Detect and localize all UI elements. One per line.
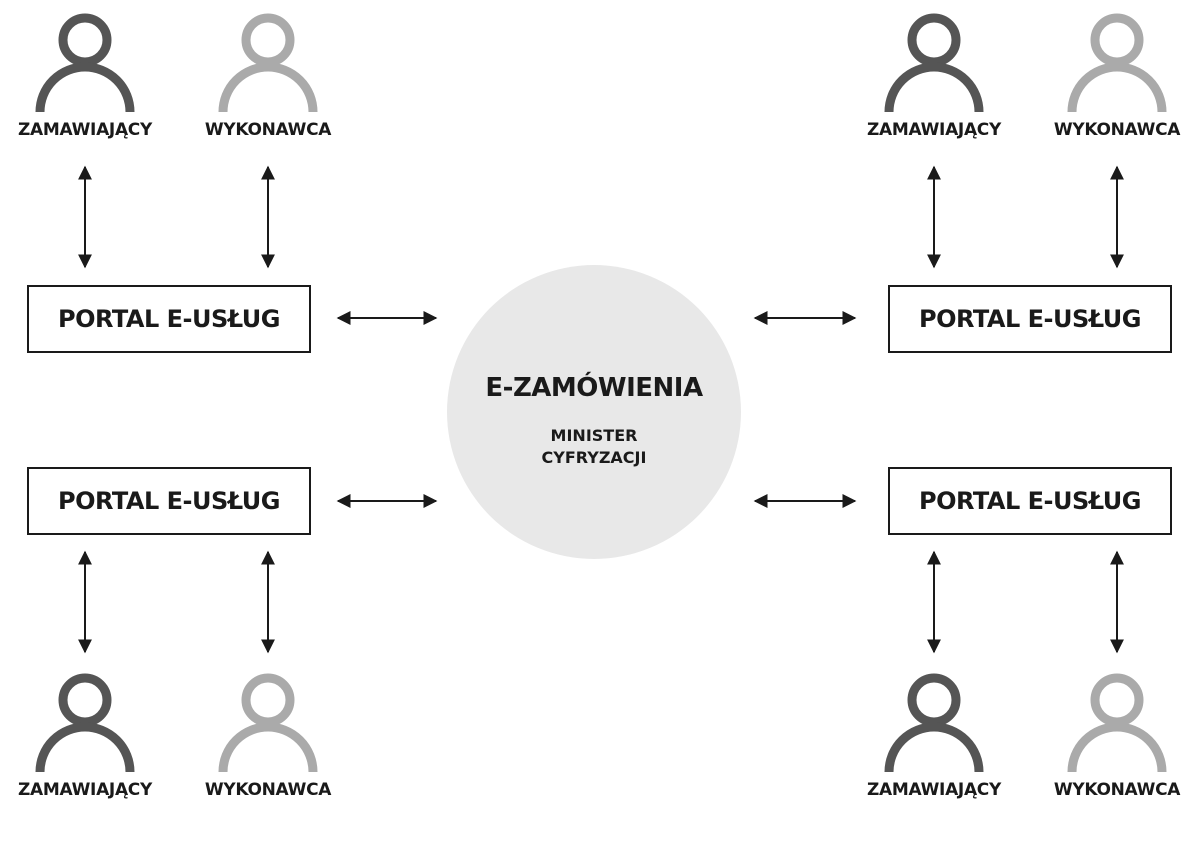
buyer-label: ZAMAWIAJĄCY (18, 780, 152, 800)
buyer-icon (35, 13, 135, 113)
portal-box-bottom-left: PORTAL E-USŁUG (27, 467, 311, 535)
portal-box-top-left: PORTAL E-USŁUG (27, 285, 311, 353)
contractor-icon (218, 673, 318, 773)
buyer-icon (884, 13, 984, 113)
buyer-icon (884, 673, 984, 773)
hub-title: E-ZAMÓWIENIA (485, 373, 703, 403)
hub-circle: E-ZAMÓWIENIA MINISTER CYFRYZACJI (447, 265, 741, 559)
portal-box-bottom-right: PORTAL E-USŁUG (888, 467, 1172, 535)
contractor-icon (218, 13, 318, 113)
hub-subtitle: MINISTER CYFRYZACJI (541, 426, 647, 467)
buyer-icon (35, 673, 135, 773)
buyer-label: ZAMAWIAJĄCY (18, 120, 152, 140)
portal-box-top-right: PORTAL E-USŁUG (888, 285, 1172, 353)
contractor-label: WYKONAWCA (1053, 120, 1181, 140)
contractor-icon (1067, 13, 1167, 113)
contractor-label: WYKONAWCA (1053, 780, 1181, 800)
contractor-label: WYKONAWCA (204, 120, 332, 140)
buyer-label: ZAMAWIAJĄCY (867, 780, 1001, 800)
contractor-icon (1067, 673, 1167, 773)
contractor-label: WYKONAWCA (204, 780, 332, 800)
buyer-label: ZAMAWIAJĄCY (867, 120, 1001, 140)
